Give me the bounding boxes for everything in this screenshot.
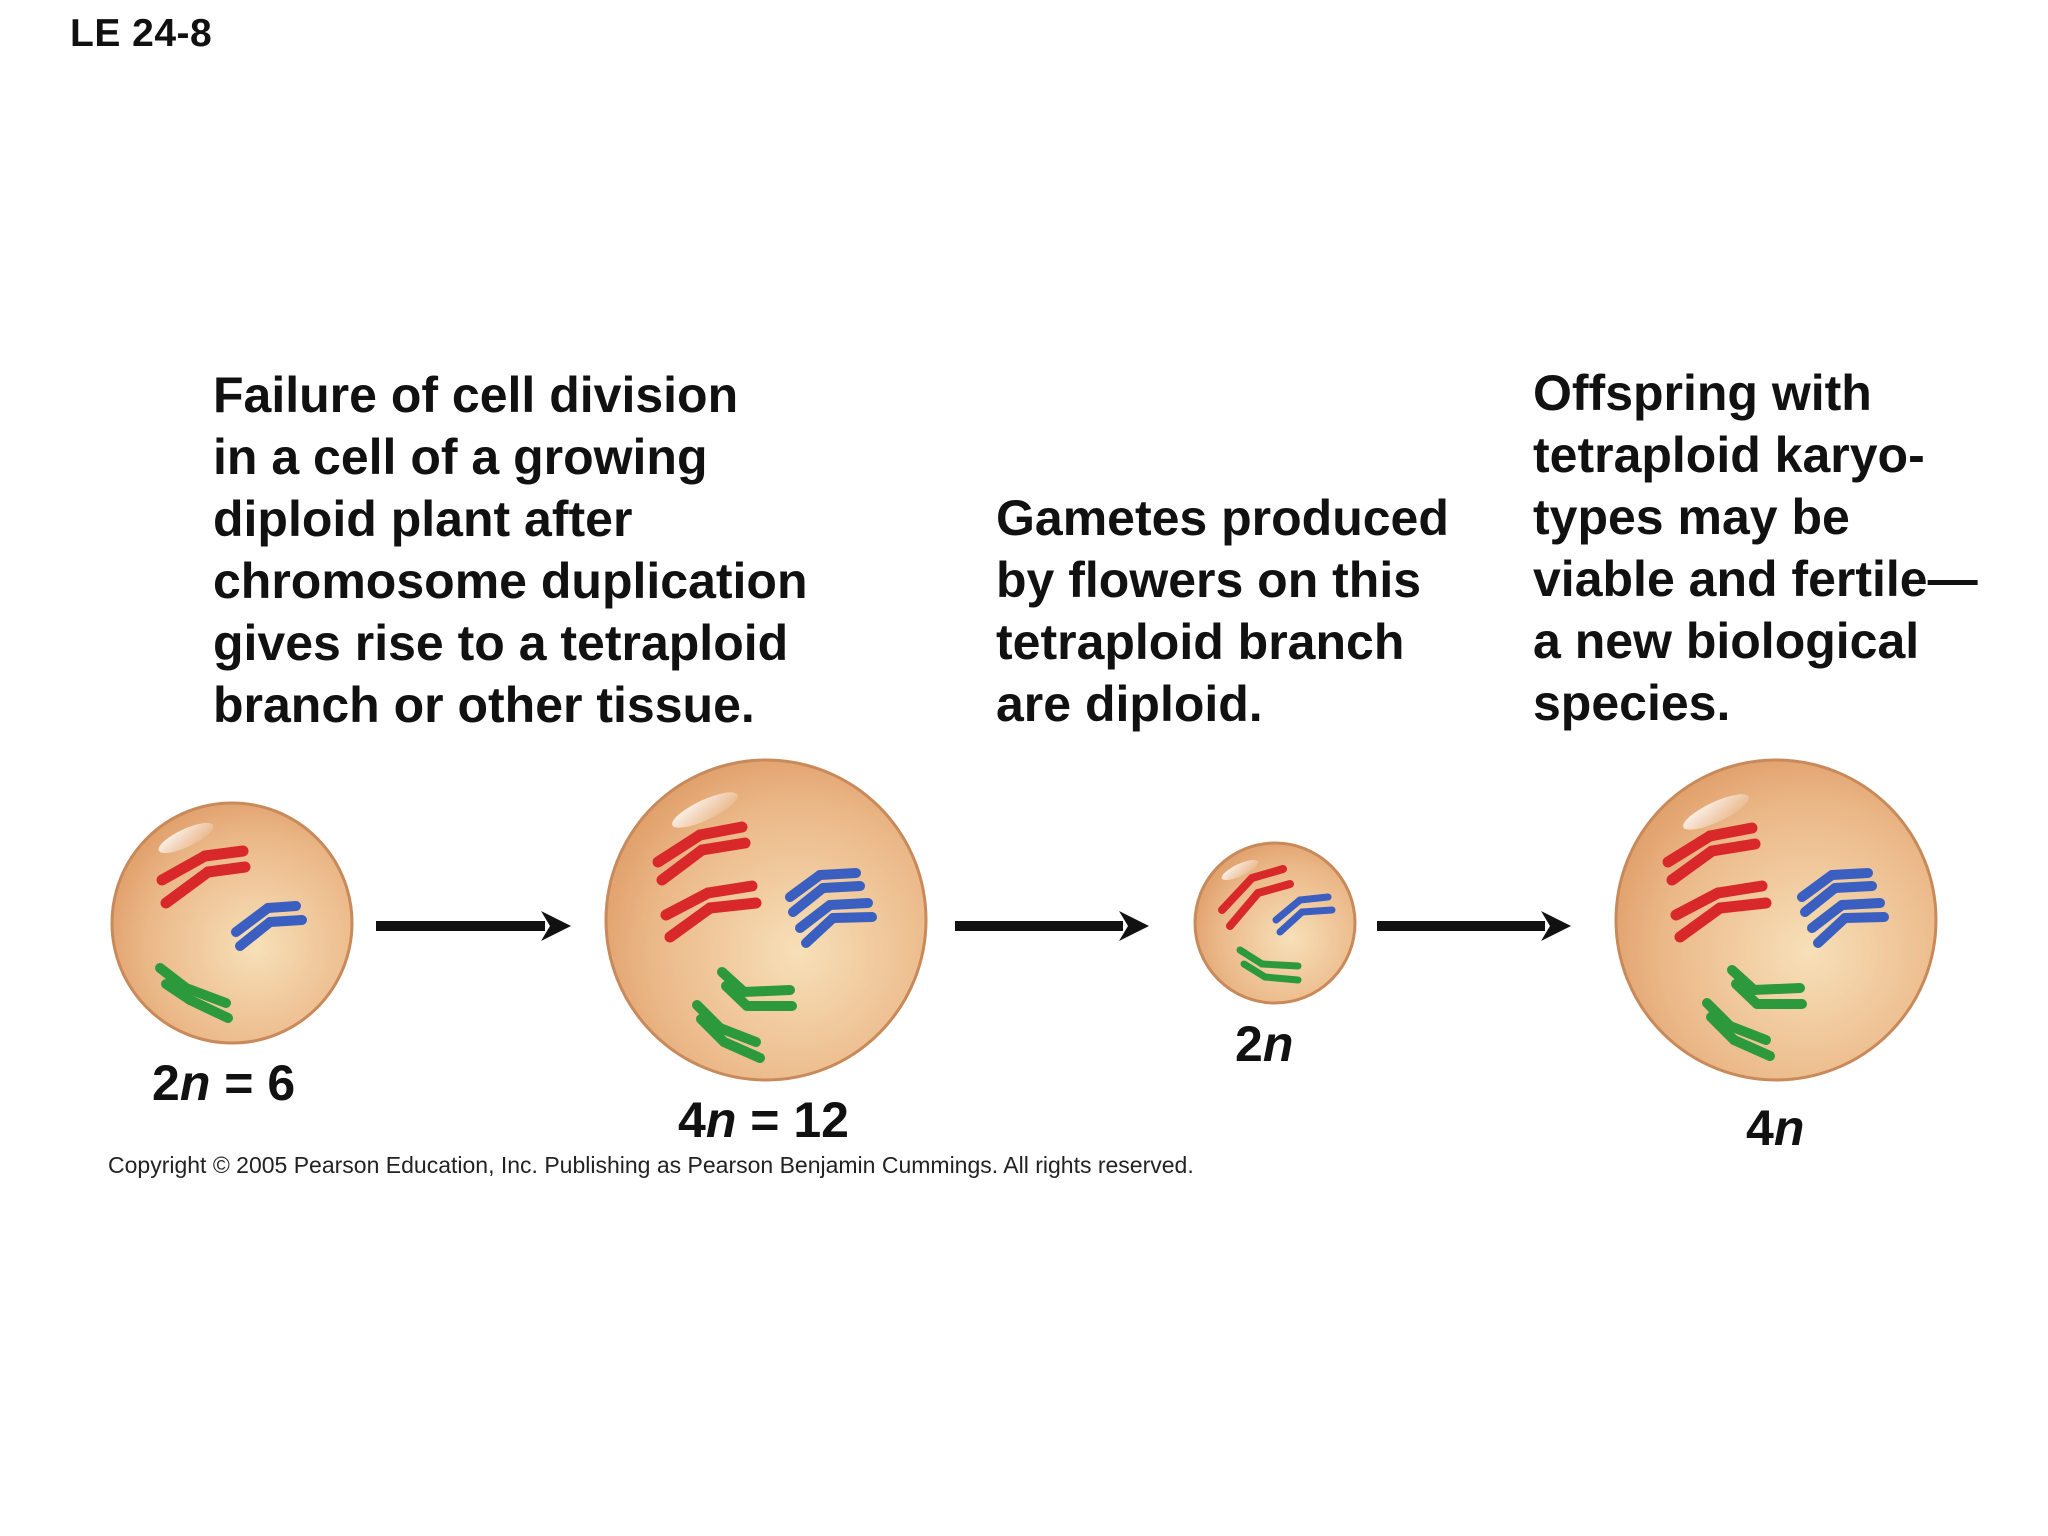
cell-gamete [1193,841,1357,1005]
blue-chromosomes [1272,893,1336,936]
green-chromosomes [1236,946,1302,984]
cell-diploid [110,801,354,1045]
cell-offspring [1614,758,1938,1082]
ploidy-label-cell2: 4n = 12 [678,1092,849,1148]
ploidy-label-cell3: 2n [1235,1016,1294,1072]
ploidy-label-cell4: 4n [1746,1100,1805,1156]
red-chromosomes [156,845,251,909]
caption-gametes: Gametes produced by flowers on this tetr… [996,490,1449,732]
cell-tetraploid [604,758,928,1082]
blue-chromosomes [1797,868,1889,948]
green-chromosomes [692,967,797,1063]
green-chromosomes [1702,965,1807,1061]
blue-chromosomes [231,901,307,951]
blue-chromosomes [785,868,877,948]
green-chromosomes [155,963,233,1023]
red-chromosomes [1218,865,1294,930]
red-chromosomes [1662,822,1772,943]
red-chromosomes [652,821,762,943]
ploidy-label-cell1: 2n = 6 [152,1055,296,1111]
caption-offspring: Offspring with tetraploid karyo- types m… [1533,365,1978,731]
caption-cell-division-failure: Failure of cell division in a cell of a … [213,367,808,733]
figure-label: LE 24-8 [70,12,213,55]
copyright-notice: Copyright © 2005 Pearson Education, Inc.… [108,1152,1194,1178]
